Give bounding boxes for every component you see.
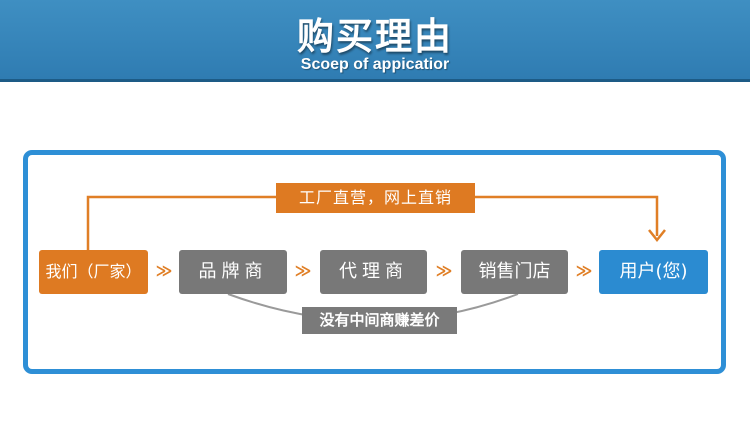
no-middleman-label: 没有中间商赚差价 bbox=[302, 307, 457, 334]
page-title: 购买理由 bbox=[297, 15, 453, 58]
node-user: 用户(您) bbox=[599, 250, 708, 294]
node-brand: 品牌商 bbox=[179, 250, 287, 294]
chevron-arrow-icon: ≫ bbox=[294, 261, 312, 280]
direct-route-arrowhead bbox=[648, 229, 666, 243]
direct-sale-label: 工厂直营，网上直销 bbox=[276, 183, 475, 213]
header-banner: 购买理由 Scoep of appicatior bbox=[0, 0, 750, 82]
chevron-arrow-icon: ≫ bbox=[435, 261, 453, 280]
chevron-arrow-icon: ≫ bbox=[155, 261, 173, 280]
node-store: 销售门店 bbox=[461, 250, 568, 294]
node-factory: 我们（厂家） bbox=[39, 250, 148, 294]
node-agent: 代理商 bbox=[320, 250, 427, 294]
chevron-arrow-icon: ≫ bbox=[575, 261, 593, 280]
page-subtitle: Scoep of appicatior bbox=[300, 56, 450, 73]
